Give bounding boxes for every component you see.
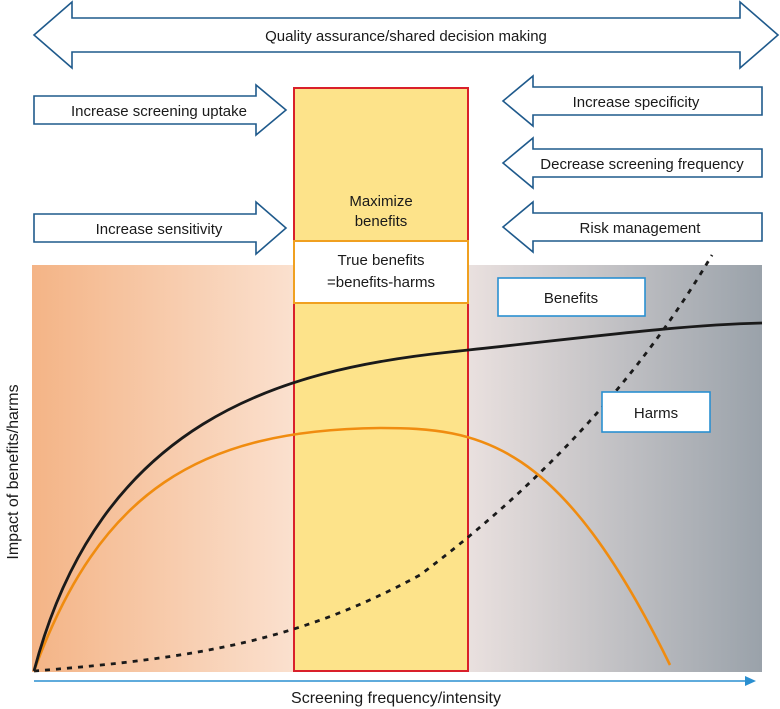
- y-axis-label: Impact of benefits/harms: [5, 384, 22, 559]
- maximize-benefits-line-2: benefits: [355, 213, 408, 230]
- x-axis-label: Screening frequency/intensity: [291, 690, 501, 707]
- harms-legend-label: Harms: [634, 405, 678, 422]
- arrow-label-increase-screening-uptake: Increase screening uptake: [71, 103, 247, 120]
- arrow-decrease-screening-frequency: [501, 136, 763, 190]
- true-benefits-line-1: True benefits: [338, 252, 425, 269]
- true-benefits-line-2: =benefits-harms: [327, 274, 435, 291]
- benefits-legend-label: Benefits: [544, 290, 598, 307]
- arrow-risk-management: [501, 200, 763, 254]
- double-arrow-top: [32, 0, 780, 70]
- true-benefit-curve: [32, 426, 672, 672]
- x-axis-arrowhead: [745, 676, 756, 686]
- maximize-benefits-box: [293, 87, 469, 672]
- arrow-label-risk-management: Risk management: [580, 220, 702, 237]
- benefits-legend-box: [497, 277, 646, 317]
- arrow-label-increase-specificity: Increase specificity: [573, 94, 700, 111]
- true-benefits-box: [293, 240, 469, 304]
- arrow-increase-specificity: [501, 74, 763, 128]
- harms-legend-box: [601, 391, 711, 433]
- harms-curve: [33, 254, 714, 673]
- arrow-label-decrease-screening-frequency: Decrease screening frequency: [540, 156, 744, 173]
- arrow-label-increase-sensitivity: Increase sensitivity: [96, 221, 223, 238]
- benefits-curve: [32, 321, 763, 672]
- arrow-increase-screening-uptake: [33, 83, 288, 137]
- arrow-increase-sensitivity: [33, 200, 288, 256]
- double-arrow-label: Quality assurance/shared decision making: [265, 28, 547, 45]
- maximize-benefits-line-1: Maximize: [349, 193, 412, 210]
